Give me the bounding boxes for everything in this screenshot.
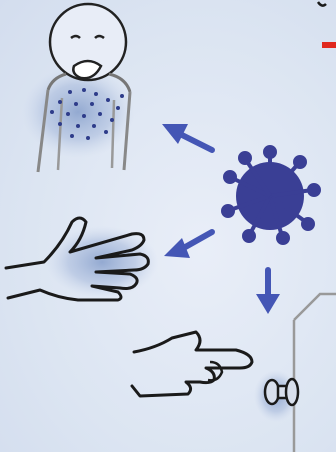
arrow-down-left-icon — [164, 232, 212, 258]
door-knob-icon — [254, 370, 298, 422]
open-hand-icon — [6, 218, 158, 300]
pointing-hand-icon — [132, 332, 252, 396]
partial-corner-mark — [318, 2, 336, 48]
arrow-up-left-icon — [162, 124, 212, 150]
coughing-person-icon — [22, 4, 134, 172]
coronavirus-icon — [223, 147, 319, 243]
arrow-down-icon — [256, 270, 280, 314]
door-panel — [294, 294, 336, 452]
